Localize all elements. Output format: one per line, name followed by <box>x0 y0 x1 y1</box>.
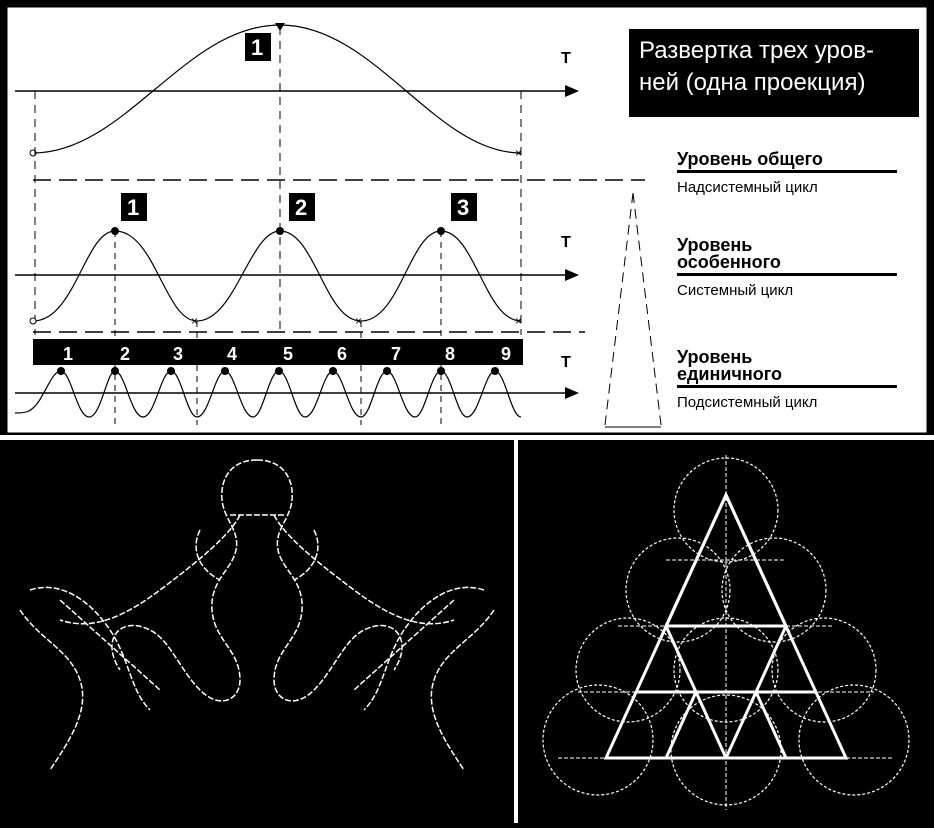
level3-curve-group: 1 2 3 4 5 6 7 8 9 T <box>14 339 579 418</box>
level1-marker-1: 1 <box>251 35 263 60</box>
panel-border <box>5 5 929 435</box>
left-figure-curve-1 <box>111 459 258 702</box>
symmetric-figure-art <box>19 459 495 771</box>
level3-peak-8 <box>437 367 445 375</box>
level2-start-point <box>29 317 37 325</box>
left-figure-loop <box>29 586 151 711</box>
level3-peak-4 <box>221 367 229 375</box>
title-line-2: ней (одна проекция) <box>639 69 866 96</box>
level3-peak-1 <box>57 367 65 375</box>
right-figure-curve-1 <box>256 459 403 702</box>
title-line-1: Развертка трех уров- <box>639 37 874 64</box>
symmetric-figure-panel <box>0 440 514 823</box>
right-figure-arm <box>273 514 455 625</box>
level2-marker-3: 3 <box>457 195 469 220</box>
level-single-label: Уровень единичного Подсистемный цикл <box>677 347 897 411</box>
level3-peak-6 <box>329 367 337 375</box>
level2-end-mark: × <box>515 314 522 328</box>
level3-peak-9 <box>491 367 499 375</box>
figure-cross-lines <box>59 599 455 691</box>
level1-wave <box>32 24 522 154</box>
level3-marker-3: 3 <box>173 344 183 364</box>
circle-triangle-panel <box>518 440 934 823</box>
circle-top <box>673 457 779 563</box>
level-special-heading-2: особенного <box>677 252 781 272</box>
left-figure-inner <box>195 529 221 581</box>
circle-mid-right <box>721 537 827 643</box>
panel-separator-vertical <box>514 440 518 823</box>
level-single-heading-1: Уровень <box>677 347 753 367</box>
level3-marker-5: 5 <box>283 344 293 364</box>
level3-marker-2: 2 <box>120 344 130 364</box>
level2-marker-1: 1 <box>127 195 139 220</box>
level2-marker-box-2 <box>289 193 315 221</box>
level2-wave <box>32 230 522 322</box>
level-special-heading-1: Уровень <box>677 235 753 255</box>
right-figure-tail <box>430 609 495 771</box>
level3-axis-label: T <box>561 354 571 371</box>
level2-axis-arrow <box>565 269 579 281</box>
inner-line-5 <box>754 691 788 759</box>
level3-peak-2 <box>111 367 119 375</box>
level3-marker-7: 7 <box>391 344 401 364</box>
level2-curve-group: × × × 1 2 3 T <box>15 193 579 425</box>
level-single-heading-2: единичного <box>677 364 783 384</box>
circle-triangle-art <box>542 455 910 810</box>
level3-axis-arrow <box>565 387 579 399</box>
level-general-heading: Уровень общего <box>677 150 897 173</box>
level1-axis-arrow <box>565 85 579 97</box>
right-figure-loop <box>363 586 485 711</box>
level3-peak-3 <box>167 367 175 375</box>
level2-trough-mark-2: × <box>355 314 362 328</box>
inner-line-4 <box>664 691 698 759</box>
level3-wave <box>14 370 522 418</box>
level-single-cycle: Подсистемный цикл <box>677 394 818 411</box>
level2-marker-2: 2 <box>295 195 307 220</box>
level2-trough-mark-1: × <box>191 314 198 328</box>
level3-peak-5 <box>275 367 283 375</box>
level-special-cycle: Системный цикл <box>677 282 794 299</box>
circle-bottom-right <box>798 684 910 796</box>
left-figure-tail <box>19 609 84 771</box>
level1-axis-label: T <box>561 50 571 67</box>
triangle-left-edge <box>604 192 634 426</box>
circle-mid-left <box>625 537 731 643</box>
level2-peak-2 <box>276 227 284 235</box>
level3-marker-8: 8 <box>445 344 455 364</box>
level3-marker-6: 6 <box>337 344 347 364</box>
diagram-title-box: Развертка трех уров- ней (одна проекция) <box>629 29 919 117</box>
level-special-label: Уровень особенного Системный цикл <box>677 235 897 299</box>
circle-lower-right <box>771 617 877 723</box>
level3-peak-7 <box>383 367 391 375</box>
level-special-heading: Уровень особенного <box>677 235 897 276</box>
level3-marker-1: 1 <box>63 344 73 364</box>
panel-separator-horizontal <box>0 435 934 440</box>
level-general-cycle: Надсистемный цикл <box>677 179 818 196</box>
triangle-right-edge <box>632 192 662 426</box>
level3-marker-bar <box>33 339 523 365</box>
level1-curve-group: × 1 T <box>15 23 579 335</box>
level1-marker-box <box>245 33 271 61</box>
wave-diagram: × 1 T × × × 1 2 3 <box>5 5 929 435</box>
right-figure-inner <box>293 529 319 581</box>
level3-marker-4: 4 <box>227 344 237 364</box>
level-single-heading: Уровень единичного <box>677 347 897 388</box>
left-figure-arm <box>59 514 241 625</box>
level1-end-mark: × <box>515 146 522 160</box>
hierarchy-triangle <box>604 192 662 428</box>
level2-marker-box-1 <box>121 193 147 221</box>
levels-diagram-panel: × 1 T × × × 1 2 3 <box>5 5 929 435</box>
level3-marker-9: 9 <box>501 344 511 364</box>
level-general-label: Уровень общего Надсистемный цикл <box>677 150 897 196</box>
circle-bottom-left <box>542 684 654 796</box>
level2-axis-label: T <box>561 234 571 251</box>
circle-lower-left <box>575 617 681 723</box>
level2-marker-box-3 <box>451 193 477 221</box>
